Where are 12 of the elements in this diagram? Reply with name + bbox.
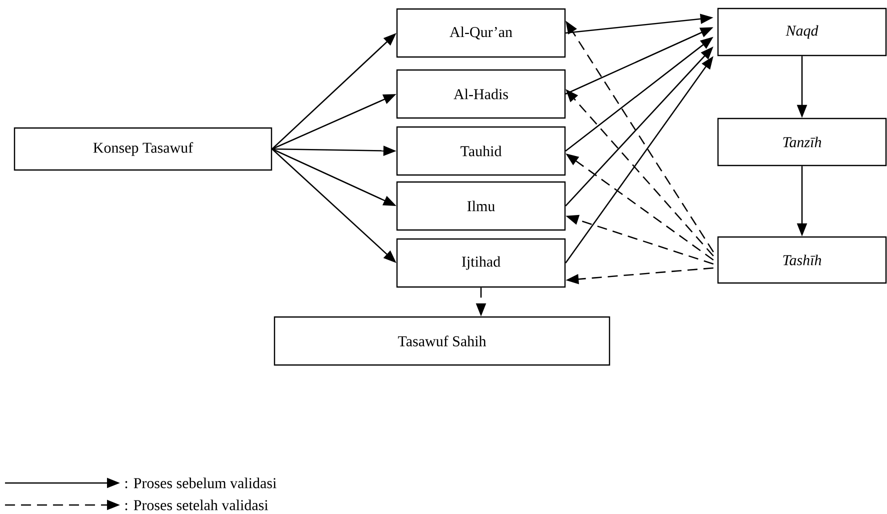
process-box: Tasawuf Sahih (274, 316, 610, 366)
process-box: Tauhid (396, 126, 566, 176)
process-box: Al-Qur’an (396, 8, 566, 58)
process-box: Tashīh (717, 236, 887, 284)
legend-text: : Proses setelah validasi (125, 500, 268, 510)
process-box: Tanzīh (717, 118, 887, 166)
process-box: Ilmu (396, 181, 566, 231)
process-box: Ijtihad (396, 238, 566, 288)
process-box: Konsep Tasawuf (14, 127, 272, 171)
process-box: Al-Hadis (396, 69, 566, 119)
process-box: Naqd (717, 8, 887, 56)
legend-text: : Proses sebelum validasi (125, 478, 276, 488)
